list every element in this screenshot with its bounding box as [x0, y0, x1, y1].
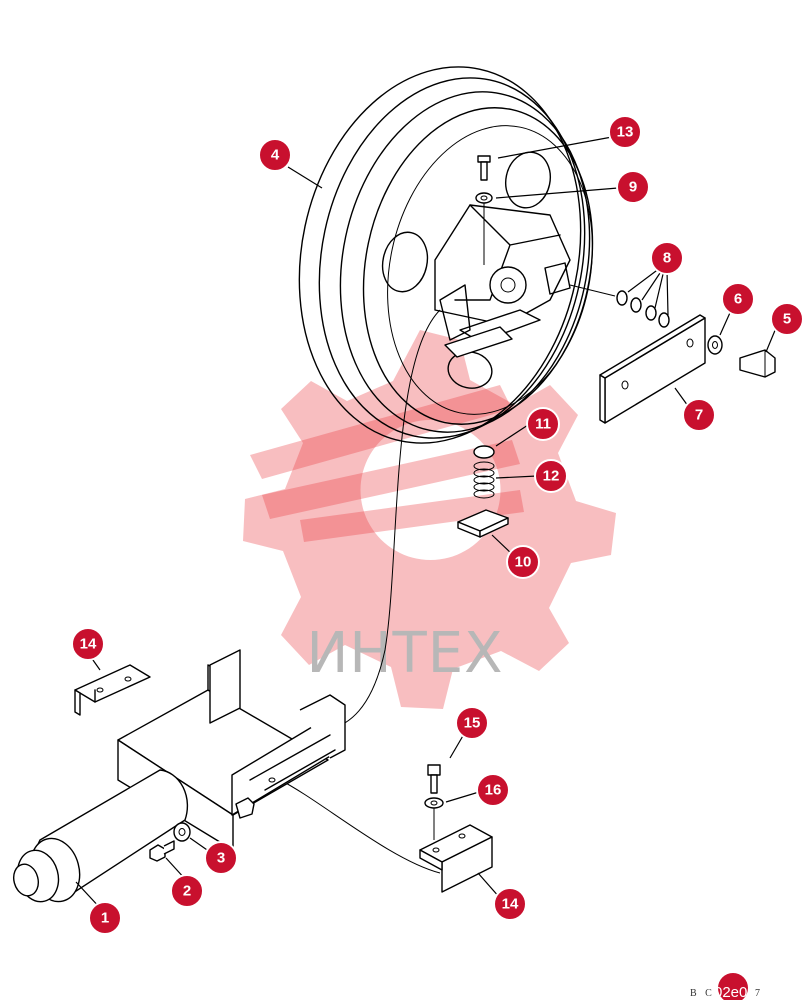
tensioner-frame	[117, 649, 346, 851]
drawing-code-suffix: 7	[755, 988, 763, 999]
svg-text:15: 15	[464, 715, 481, 732]
drawing-code-prefix: B C	[690, 988, 715, 999]
svg-text:14: 14	[502, 896, 519, 913]
svg-text:8: 8	[663, 250, 671, 267]
leader-lines	[75, 136, 777, 911]
bolt-5	[739, 349, 776, 378]
svg-text:16: 16	[485, 782, 502, 799]
callout-10: 10	[506, 545, 540, 579]
washer-16	[424, 797, 444, 840]
callout-13: 13	[608, 115, 642, 149]
shims-8	[569, 284, 670, 328]
svg-text:11: 11	[535, 416, 551, 433]
plate-7	[599, 314, 706, 424]
svg-text:4: 4	[271, 147, 280, 164]
svg-text:1: 1	[101, 910, 109, 927]
callout-7: 7	[682, 398, 716, 432]
callout-16: 16	[476, 773, 510, 807]
drawing-code-middle: 02e0	[714, 984, 747, 1000]
callout-14-top: 14	[71, 627, 105, 661]
svg-text:5: 5	[783, 311, 791, 328]
callout-5: 5	[770, 302, 804, 336]
callout-9: 9	[616, 170, 650, 204]
callout-3: 3	[204, 841, 238, 875]
bolt-2	[149, 840, 175, 862]
callout-8: 8	[650, 241, 684, 275]
svg-text:14: 14	[80, 636, 97, 653]
spring-12	[473, 461, 495, 499]
svg-text:2: 2	[183, 883, 191, 900]
svg-text:9: 9	[629, 179, 637, 196]
washer-9	[475, 192, 493, 265]
assembly-line	[329, 309, 441, 731]
bolt-13	[477, 155, 491, 181]
callout-15: 15	[455, 706, 489, 740]
assembly-line-2	[279, 779, 441, 874]
idler-wheel	[298, 66, 594, 444]
watermark-text: ИНТЕХ	[307, 621, 504, 686]
bolt-15	[427, 764, 441, 794]
cylinder	[12, 769, 189, 903]
drawing-code: B C 02e0 7	[690, 973, 763, 1000]
callout-14-bottom: 14	[493, 887, 527, 921]
washer-3	[173, 822, 191, 842]
block-10	[457, 509, 509, 538]
svg-text:12: 12	[543, 468, 560, 485]
bracket-14-top	[74, 664, 151, 716]
callout-2: 2	[170, 874, 204, 908]
cap-11	[473, 445, 495, 459]
svg-text:3: 3	[217, 850, 225, 867]
svg-text:7: 7	[695, 407, 703, 424]
callout-4: 4	[258, 138, 292, 172]
bearing-bracket	[434, 204, 571, 358]
bracket-14-bottom	[419, 824, 493, 893]
washer-6	[707, 335, 723, 355]
svg-text:6: 6	[734, 291, 742, 308]
callout-12: 12	[534, 459, 568, 493]
svg-text:13: 13	[617, 124, 634, 141]
callout-11: 11	[526, 407, 560, 441]
callout-1: 1	[88, 901, 122, 935]
callout-6: 6	[721, 282, 755, 316]
svg-text:10: 10	[515, 554, 532, 571]
